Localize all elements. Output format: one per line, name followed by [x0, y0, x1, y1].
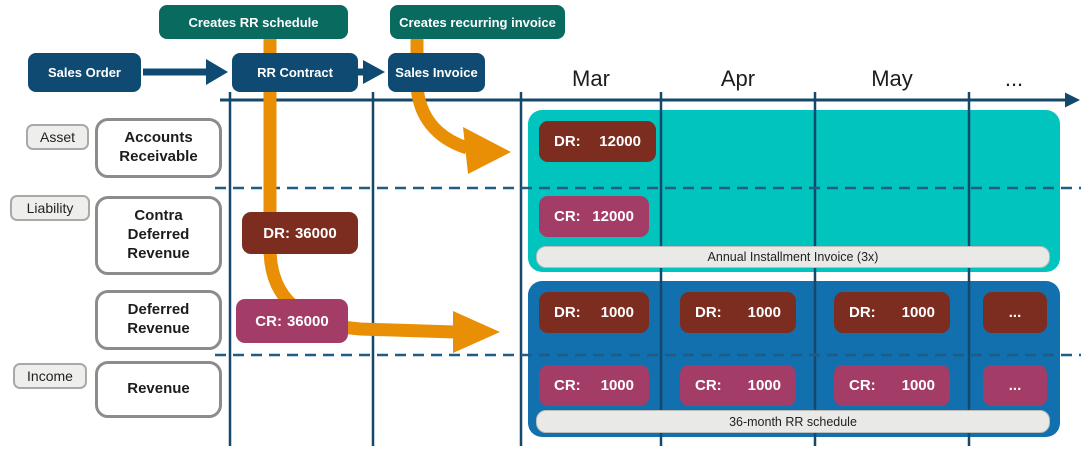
entry-invoice-debit: DR: 12000 — [539, 121, 656, 162]
entry-value: 1000 — [901, 304, 935, 321]
flow-box-sales-invoice: Sales Invoice — [388, 53, 485, 92]
entry-label: DR: — [554, 133, 581, 150]
entry-label: CR: — [554, 208, 581, 225]
account-accounts-receivable: Accounts Receivable — [95, 118, 222, 178]
tag-liability: Liability — [10, 195, 90, 221]
entry-schedule-credit-apr: CR: 1000 — [680, 365, 796, 406]
entry-schedule-debit-apr: DR: 1000 — [680, 292, 796, 333]
entry-value: 36000 — [286, 312, 329, 330]
entry-value: 1000 — [901, 377, 935, 394]
entry-value: 12000 — [592, 208, 634, 225]
entry-label: CR: — [849, 377, 876, 394]
arrowhead-icon — [363, 60, 385, 84]
entry-schedule-credit-mar: CR: 1000 — [539, 365, 649, 406]
entry-schedule-credit-may: CR: 1000 — [834, 365, 950, 406]
rr-schedule-banner: 36-month RR schedule — [536, 410, 1050, 433]
timeline-month-mar: Mar — [572, 66, 610, 91]
account-contra-deferred-revenue: Contra Deferred Revenue — [95, 196, 222, 275]
timeline-month-may: May — [871, 66, 913, 91]
orange-arrowhead-icon — [453, 311, 500, 353]
entry-value: 1000 — [747, 304, 781, 321]
callout-creates-recurring-invoice: Creates recurring invoice — [390, 5, 565, 39]
entry-value: 12000 — [599, 133, 641, 150]
entry-schedule-debit-ellipsis: ... — [983, 292, 1047, 333]
timeline-month-ellipsis: ... — [1004, 66, 1024, 91]
entry-value: 1000 — [600, 304, 634, 321]
entry-invoice-credit: CR: 12000 — [539, 196, 649, 237]
sales-order-to-contract-arrow — [143, 59, 228, 85]
flow-box-sales-order: Sales Order — [28, 53, 141, 92]
entry-label: DR: — [263, 224, 290, 242]
flow-box-label: Sales Invoice — [395, 65, 478, 80]
entry-value: 1000 — [747, 377, 781, 394]
entry-label: CR: — [695, 377, 722, 394]
callout-label: Creates RR schedule — [188, 14, 319, 30]
entry-schedule-debit-may: DR: 1000 — [834, 292, 950, 333]
timeline-axis — [220, 92, 1080, 108]
tag-asset: Asset — [26, 124, 89, 150]
entry-label: CR: — [554, 377, 581, 394]
entry-label: CR: — [255, 312, 282, 330]
entry-label: DR: — [849, 304, 876, 321]
entry-contract-credit: CR: 36000 — [236, 299, 348, 343]
axis-arrowhead-icon — [1065, 92, 1080, 108]
account-deferred-revenue: Deferred Revenue — [95, 290, 222, 350]
flow-box-label: Sales Order — [48, 65, 121, 80]
entry-value: 1000 — [600, 377, 634, 394]
entry-schedule-credit-ellipsis: ... — [983, 365, 1047, 406]
callout-creates-rr-schedule: Creates RR schedule — [159, 5, 348, 39]
tag-income: Income — [13, 363, 87, 389]
account-revenue: Revenue — [95, 361, 222, 418]
entry-contract-debit: DR: 36000 — [242, 212, 358, 254]
entry-schedule-debit-mar: DR: 1000 — [539, 292, 649, 333]
timeline-month-apr: Apr — [720, 66, 756, 91]
entry-value: 36000 — [294, 224, 337, 242]
flow-box-rr-contract: RR Contract — [232, 53, 358, 92]
annual-invoice-banner: Annual Installment Invoice (3x) — [536, 246, 1050, 268]
entry-ellipsis: ... — [1008, 304, 1022, 321]
entry-label: DR: — [554, 304, 581, 321]
orange-arrowhead-icon — [463, 127, 511, 174]
flow-box-label: RR Contract — [257, 65, 333, 80]
entry-ellipsis: ... — [1008, 377, 1022, 394]
column-grid-lines — [228, 92, 971, 446]
callout-label: Creates recurring invoice — [399, 14, 556, 30]
account-separator-dashed-lines — [215, 186, 1081, 357]
arrowhead-icon — [206, 59, 228, 85]
entry-label: DR: — [695, 304, 722, 321]
